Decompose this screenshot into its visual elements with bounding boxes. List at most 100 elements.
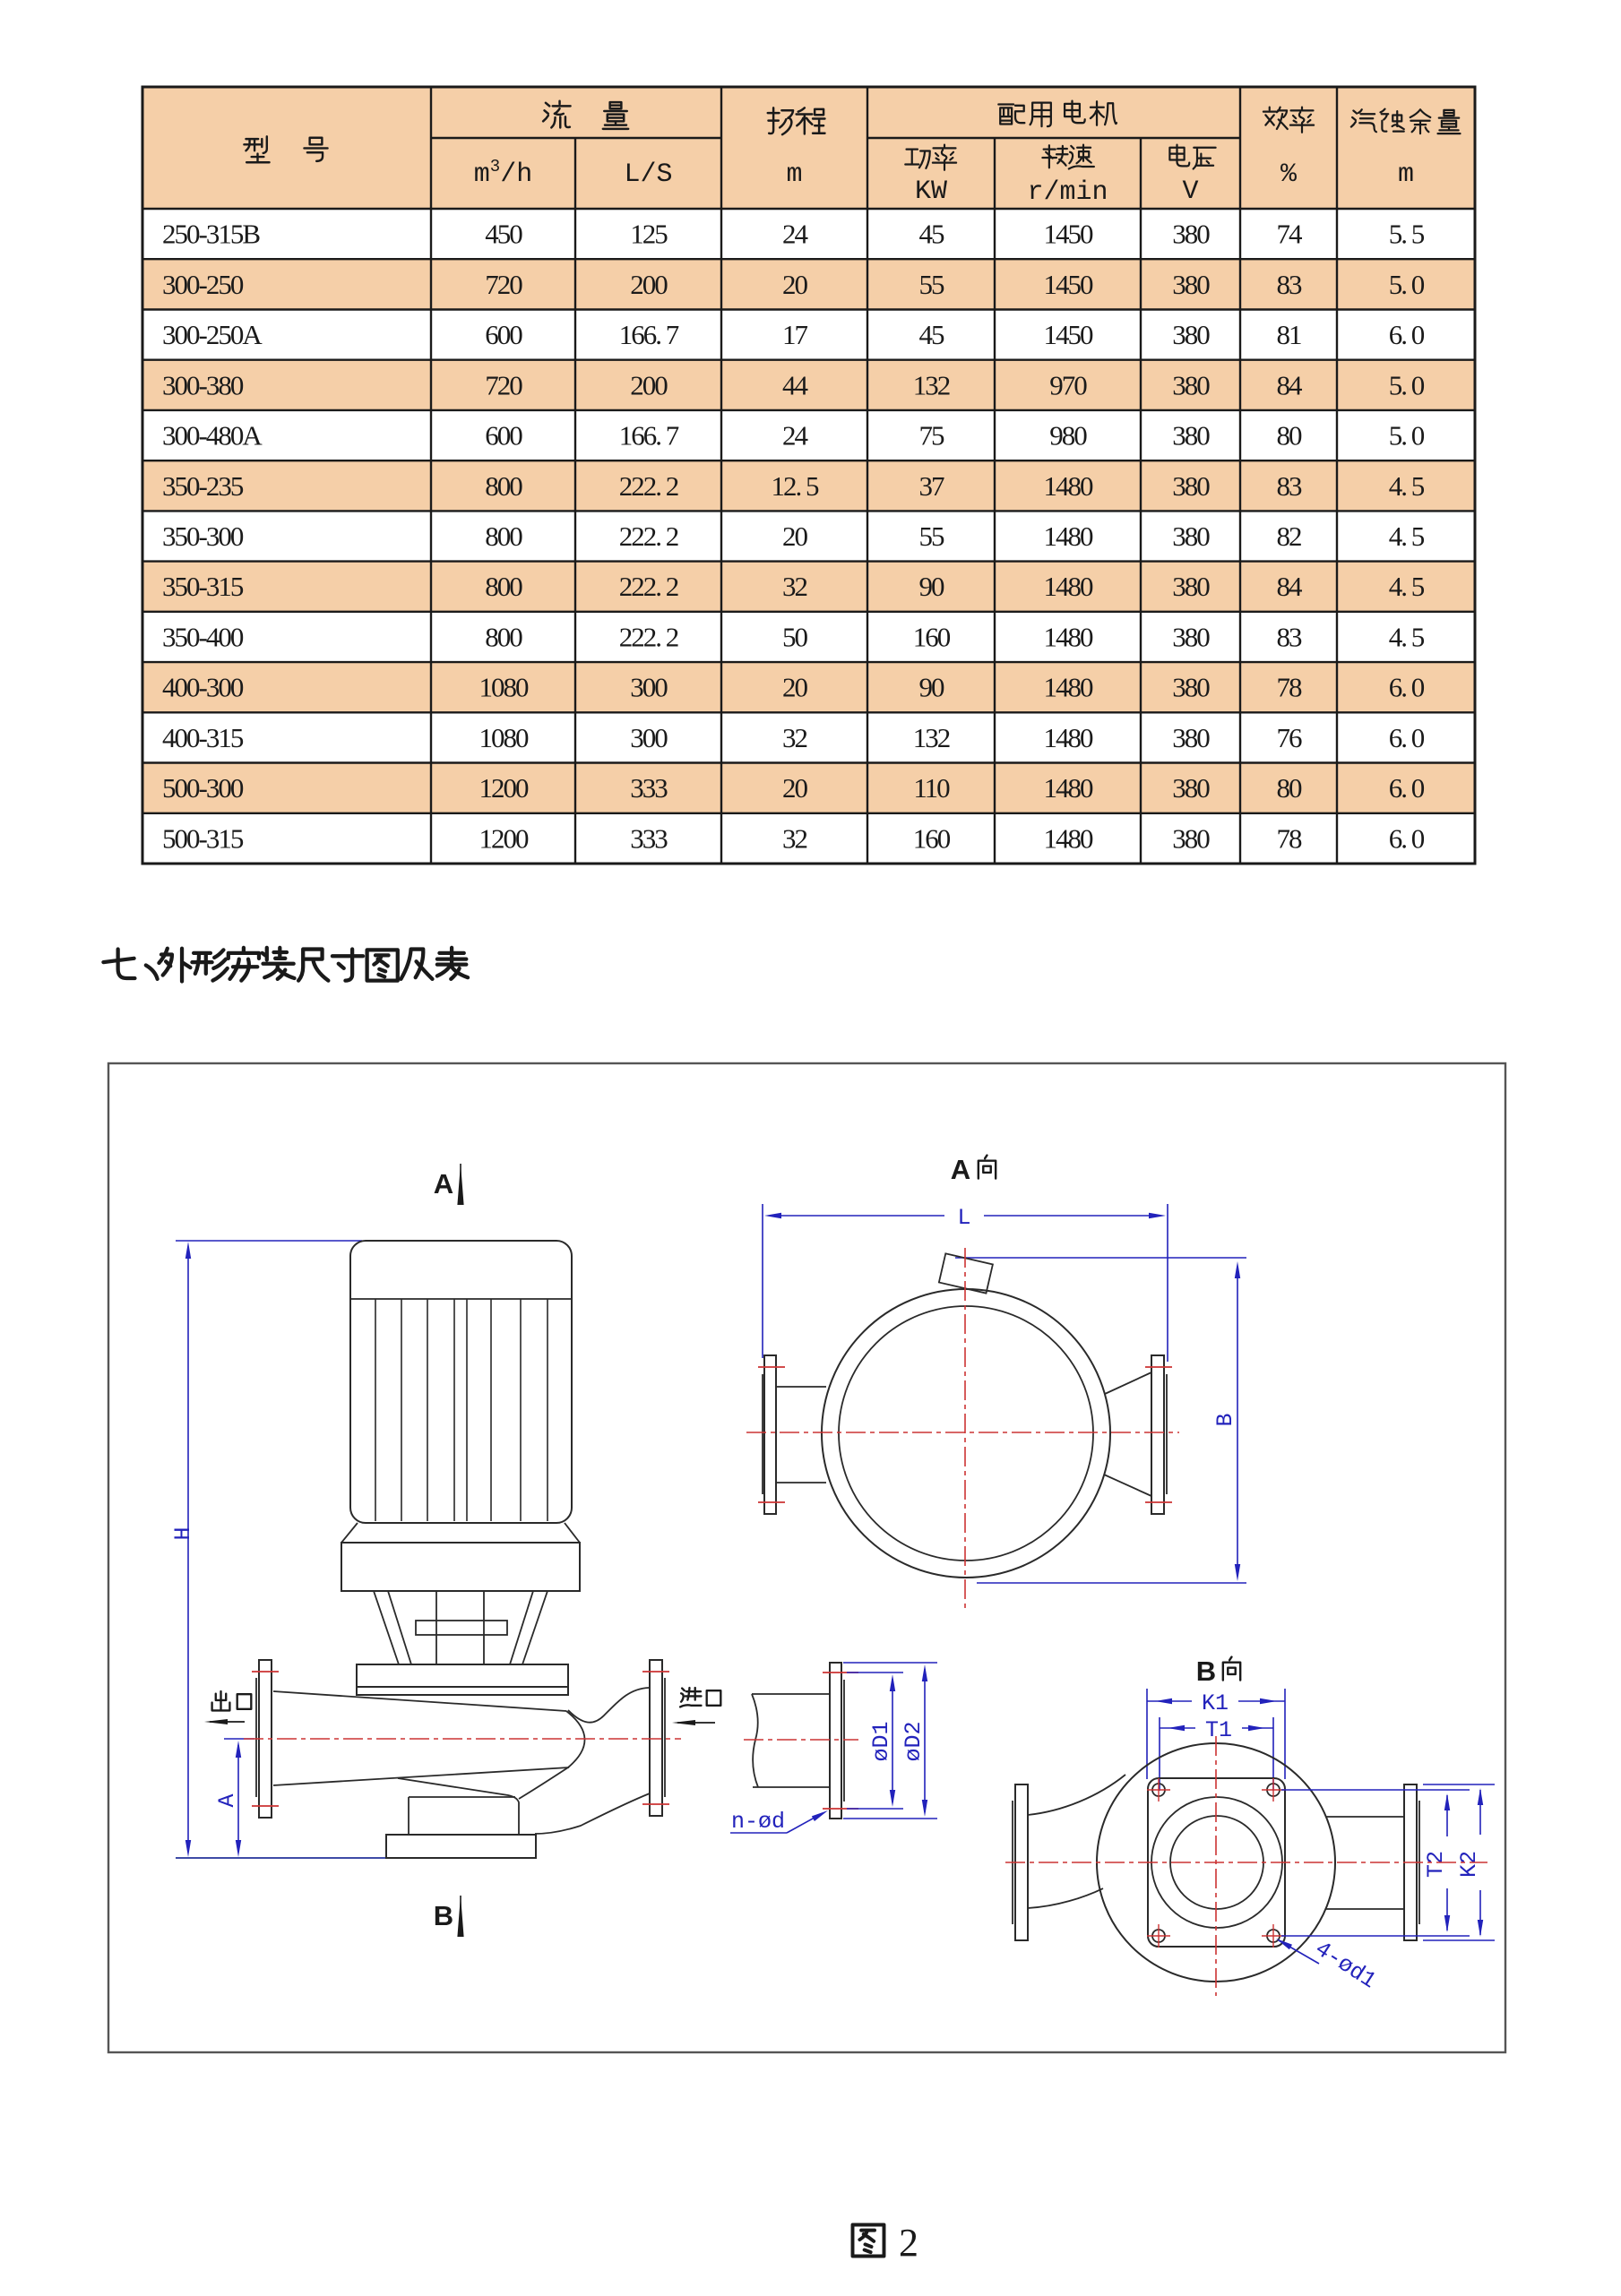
svg-text:1480: 1480 — [1044, 822, 1094, 854]
svg-text:160: 160 — [913, 822, 951, 854]
svg-text:1480: 1480 — [1044, 571, 1094, 602]
svg-text:B: B — [1196, 1655, 1216, 1687]
svg-text:90: 90 — [919, 672, 945, 703]
svg-text:32: 32 — [782, 822, 807, 854]
svg-text:6. 0: 6. 0 — [1389, 772, 1425, 804]
svg-text:300-250A: 300-250A — [162, 319, 263, 350]
svg-text:45: 45 — [919, 319, 945, 350]
svg-text:222. 2: 222. 2 — [619, 571, 678, 602]
svg-text:350-235: 350-235 — [162, 470, 244, 502]
svg-text:300-480A: 300-480A — [162, 420, 263, 451]
svg-text:øD1: øD1 — [868, 1721, 894, 1761]
svg-text:400-300: 400-300 — [162, 672, 244, 703]
svg-text:83: 83 — [1277, 622, 1303, 653]
svg-text:450: 450 — [485, 219, 522, 250]
svg-text:V: V — [1182, 176, 1198, 207]
svg-text:132: 132 — [913, 722, 950, 753]
svg-text:4. 5: 4. 5 — [1389, 520, 1425, 552]
svg-text:L/S: L/S — [624, 159, 672, 190]
svg-text:380: 380 — [1172, 420, 1210, 451]
svg-text:n-ød: n-ød — [731, 1809, 785, 1835]
svg-text:380: 380 — [1172, 672, 1210, 703]
svg-text:720: 720 — [485, 369, 522, 400]
svg-text:20: 20 — [782, 672, 808, 703]
svg-text:12. 5: 12. 5 — [772, 470, 820, 502]
svg-text:800: 800 — [485, 622, 522, 653]
svg-text:380: 380 — [1172, 369, 1210, 400]
svg-text:81: 81 — [1277, 319, 1302, 350]
svg-text:50: 50 — [782, 622, 808, 653]
svg-text:1080: 1080 — [479, 722, 530, 753]
svg-text:110: 110 — [913, 772, 950, 804]
svg-text:45: 45 — [919, 219, 945, 250]
svg-text:6. 0: 6. 0 — [1389, 722, 1425, 753]
svg-text:125: 125 — [630, 219, 668, 250]
svg-text:300-380: 300-380 — [162, 369, 244, 400]
svg-text:2: 2 — [899, 2221, 918, 2265]
svg-text:132: 132 — [913, 369, 950, 400]
svg-text:83: 83 — [1277, 269, 1303, 300]
svg-text:20: 20 — [782, 520, 808, 552]
svg-text:78: 78 — [1277, 822, 1303, 854]
svg-text:1480: 1480 — [1044, 722, 1094, 753]
svg-text:37: 37 — [919, 470, 945, 502]
svg-text:17: 17 — [782, 319, 808, 350]
svg-text:1450: 1450 — [1044, 219, 1094, 250]
svg-text:800: 800 — [485, 571, 522, 602]
svg-text:160: 160 — [913, 622, 951, 653]
svg-text:300: 300 — [630, 672, 668, 703]
svg-text:4. 5: 4. 5 — [1389, 571, 1425, 602]
svg-text:32: 32 — [782, 722, 807, 753]
svg-text:83: 83 — [1277, 470, 1303, 502]
svg-text:90: 90 — [919, 571, 945, 602]
svg-text:24: 24 — [782, 219, 809, 250]
svg-text:75: 75 — [919, 420, 945, 451]
svg-text:380: 380 — [1172, 571, 1210, 602]
svg-text:1480: 1480 — [1044, 520, 1094, 552]
svg-text:5. 5: 5. 5 — [1389, 219, 1425, 250]
svg-text:T1: T1 — [1205, 1717, 1232, 1743]
svg-text:55: 55 — [919, 269, 945, 300]
svg-text:84: 84 — [1277, 571, 1304, 602]
svg-text:24: 24 — [782, 420, 809, 451]
svg-text:380: 380 — [1172, 622, 1210, 653]
svg-text:80: 80 — [1277, 420, 1303, 451]
svg-text:H: H — [170, 1526, 196, 1540]
svg-text:800: 800 — [485, 520, 522, 552]
svg-text:r/min: r/min — [1027, 177, 1108, 208]
svg-text:80: 80 — [1277, 772, 1303, 804]
svg-text:KW: KW — [915, 176, 947, 207]
svg-text:500-300: 500-300 — [162, 772, 244, 804]
svg-text:4. 5: 4. 5 — [1389, 622, 1425, 653]
svg-text:222. 2: 222. 2 — [619, 470, 678, 502]
svg-text:m3/h: m3/h — [474, 157, 532, 190]
svg-text:20: 20 — [782, 772, 808, 804]
svg-text:333: 333 — [630, 772, 668, 804]
svg-text:1480: 1480 — [1044, 470, 1094, 502]
svg-text:6. 0: 6. 0 — [1389, 822, 1425, 854]
svg-text:380: 380 — [1172, 319, 1210, 350]
svg-text:1200: 1200 — [479, 772, 530, 804]
svg-text:6. 0: 6. 0 — [1389, 672, 1425, 703]
svg-text:m: m — [1398, 159, 1414, 190]
svg-text:380: 380 — [1172, 520, 1210, 552]
svg-text:166. 7: 166. 7 — [619, 420, 679, 451]
svg-text:1200: 1200 — [479, 822, 530, 854]
svg-text:1450: 1450 — [1044, 269, 1094, 300]
svg-text:333: 333 — [630, 822, 668, 854]
svg-text:380: 380 — [1172, 722, 1210, 753]
svg-text:K1: K1 — [1202, 1690, 1229, 1716]
svg-text:350-300: 350-300 — [162, 520, 244, 552]
svg-text:5. 0: 5. 0 — [1389, 369, 1425, 400]
svg-text:6. 0: 6. 0 — [1389, 319, 1425, 350]
svg-text:380: 380 — [1172, 772, 1210, 804]
svg-text:76: 76 — [1277, 722, 1303, 753]
svg-text:m: m — [786, 159, 802, 190]
svg-text:600: 600 — [485, 319, 522, 350]
svg-text:720: 720 — [485, 269, 522, 300]
svg-text:55: 55 — [919, 520, 945, 552]
svg-text:5. 0: 5. 0 — [1389, 269, 1425, 300]
svg-text:K2: K2 — [1456, 1851, 1482, 1878]
svg-text:350-315: 350-315 — [162, 571, 244, 602]
svg-text:1480: 1480 — [1044, 772, 1094, 804]
